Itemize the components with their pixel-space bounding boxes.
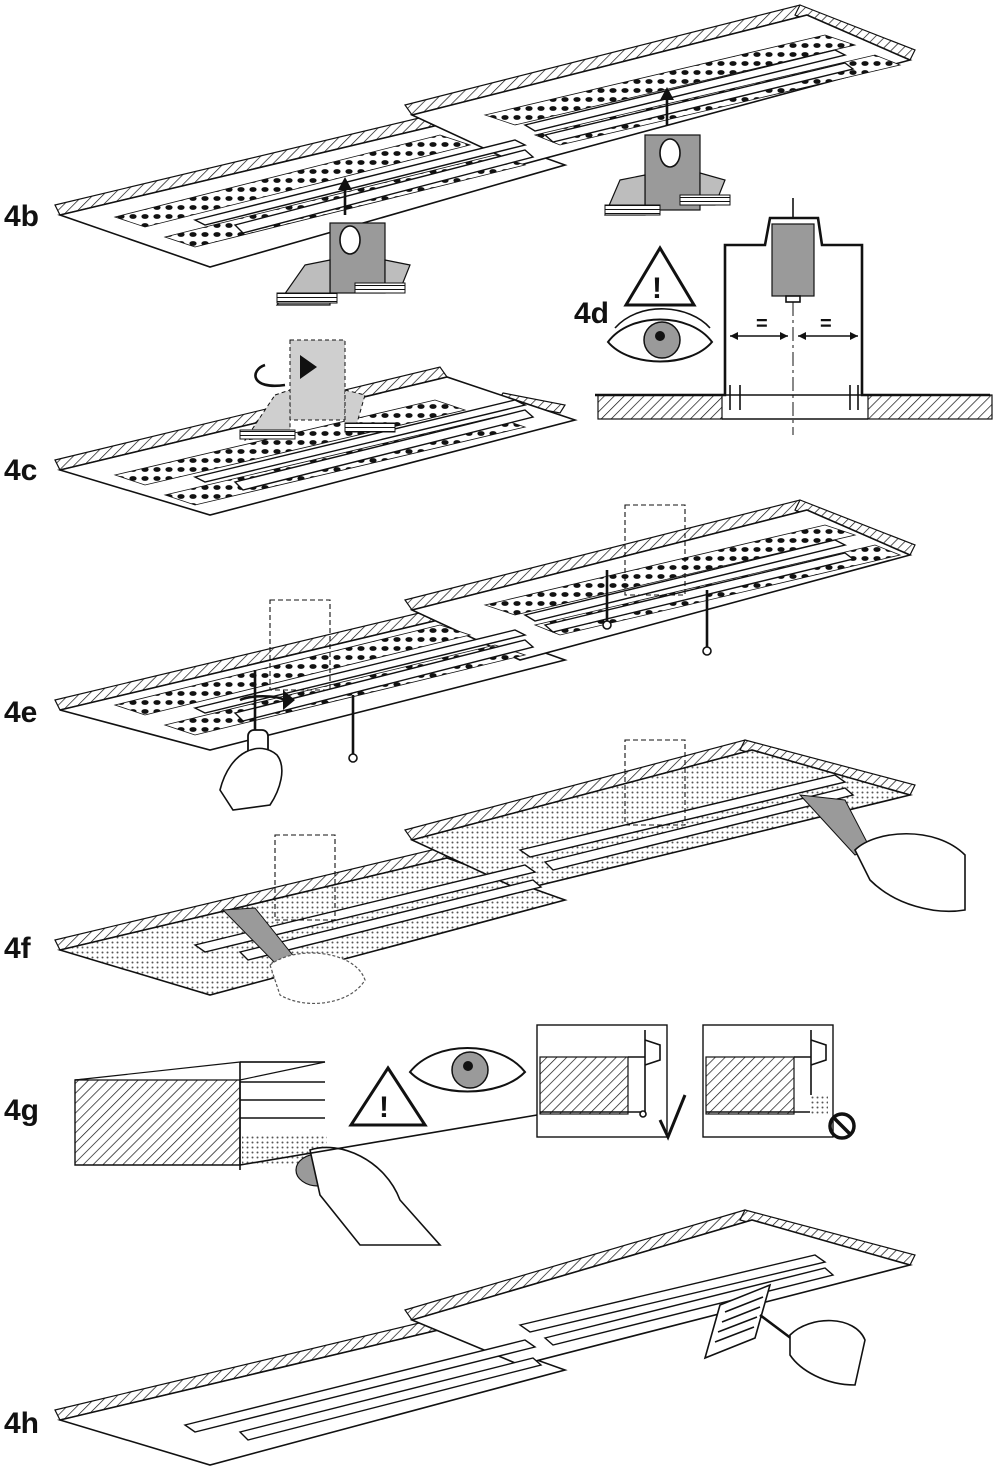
equal-mark-left: =: [756, 313, 768, 335]
svg-text:!: !: [379, 1091, 389, 1124]
mounting-clip-left: [275, 177, 411, 306]
step-4h-illustration: [54, 1209, 916, 1466]
eye-icon: [606, 308, 714, 363]
step-4e-illustration: [54, 499, 916, 811]
equal-mark-right: =: [820, 313, 832, 335]
warning-triangle-icon: !: [623, 245, 697, 307]
svg-text:!: !: [652, 272, 662, 305]
step-label-4b: 4b: [4, 200, 39, 233]
spatula-hand-left: [221, 907, 366, 1005]
step-label-4d: 4d: [574, 297, 609, 330]
step-4c-illustration: [54, 339, 578, 516]
brush-hand: [703, 1283, 866, 1386]
step-label-4f: 4f: [4, 932, 32, 965]
screw-left: [348, 695, 358, 763]
warning-triangle-icon: !: [348, 1065, 428, 1127]
detail-incorrect: [702, 1024, 834, 1138]
rotating-clip: [239, 339, 396, 441]
step-4f-illustration: [54, 739, 966, 1005]
cleaning-hand: [295, 1146, 442, 1246]
spatula-hand-right: [798, 794, 966, 913]
step-4g-illustration: !: [74, 1024, 856, 1246]
screwdriver-hand: [219, 670, 295, 811]
detail-correct: [536, 1024, 668, 1138]
mounting-clip-right: [604, 87, 731, 216]
check-mark-icon: [658, 1094, 687, 1141]
screw-right: [702, 590, 712, 656]
step-label-4g: 4g: [4, 1094, 39, 1127]
step-label-4h: 4h: [4, 1407, 39, 1440]
prohibited-icon: [828, 1112, 856, 1140]
screw-middle: [602, 570, 612, 630]
step-4d-illustration: = = !: [595, 198, 993, 435]
eye-icon: [408, 1047, 527, 1093]
step-4b-illustration: [54, 4, 916, 306]
step-label-4c: 4c: [4, 454, 37, 487]
step-label-4e: 4e: [4, 696, 37, 729]
